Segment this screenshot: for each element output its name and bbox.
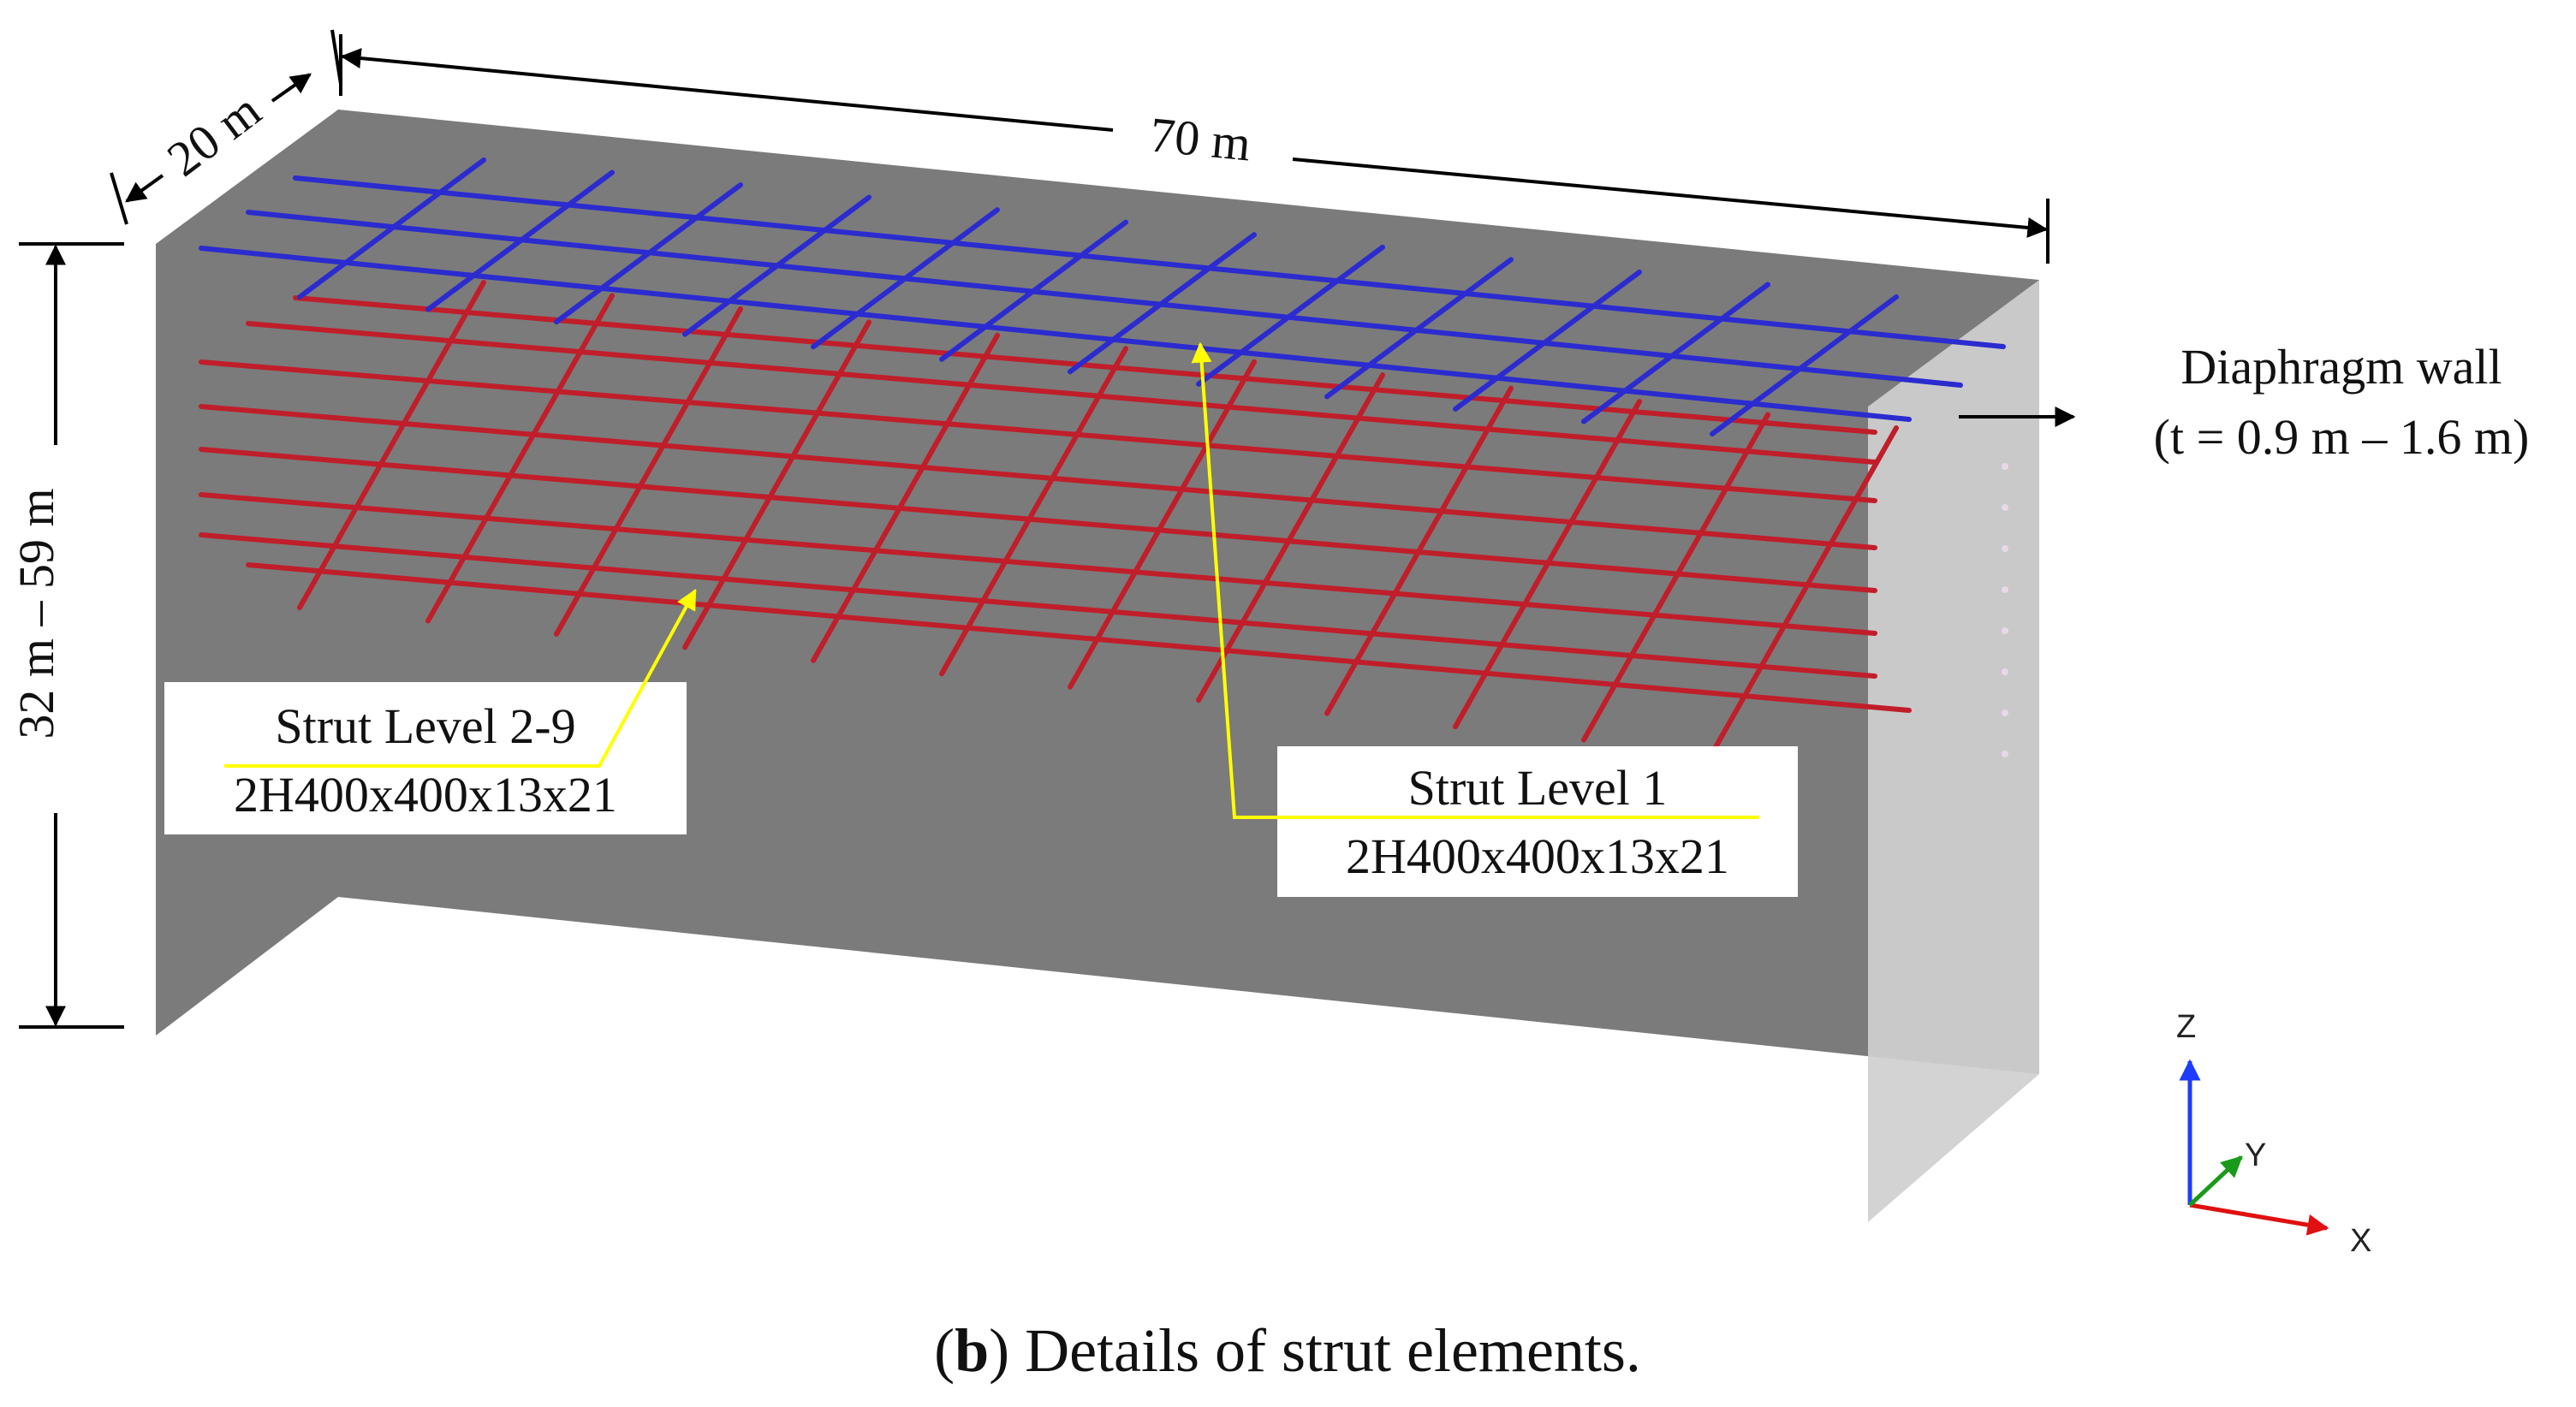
strut-level-2-9-transverse <box>811 332 1000 663</box>
strut-level-1-transverse <box>1453 269 1642 412</box>
strut-level-2-9-transverse <box>1324 385 1514 716</box>
diaphragm-wall-thickness: (t = 0.9 m – 1.6 m) <box>2154 409 2530 465</box>
y-axis-label: Y <box>2245 1137 2266 1173</box>
strut-end-node <box>2002 709 2008 716</box>
strut-level-1-transverse <box>425 169 615 312</box>
strut-level-1-transverse <box>811 207 1000 350</box>
strut-level-2-9-transverse <box>554 306 743 637</box>
strut-end-node <box>2002 586 2008 593</box>
strut-level-2-9-name: Strut Level 2-9 <box>275 698 575 754</box>
strut-level-1-transverse <box>297 157 486 300</box>
z-axis-label: Z <box>2176 1009 2196 1045</box>
strut-end-node <box>2002 751 2008 757</box>
strut-level-2-9-transverse <box>425 293 615 624</box>
strut-end-node <box>2002 545 2008 552</box>
strut-level-1-transverse <box>1324 257 1514 400</box>
strut-level-2-9-transverse <box>1196 372 1385 704</box>
strut-level-2-9-transverse <box>297 280 486 610</box>
length-label: 70 m <box>1147 107 1252 172</box>
strut-level-2-9-transverse <box>1710 425 1899 756</box>
dimension-depth: 32 m – 59 m <box>9 242 124 1029</box>
strut-level-2-9-longitudinal <box>199 492 1877 636</box>
strut-level-1-callout: Strut Level 1 2H400x400x13x21 <box>1191 341 1798 897</box>
strut-level-2-9-longitudinal <box>199 532 1877 679</box>
strut-level-1-transverse <box>1710 294 1899 436</box>
strut-end-node <box>2002 504 2008 511</box>
strut-level-2-9-longitudinal <box>199 447 1877 593</box>
strut-level-2-9-group <box>199 280 2008 757</box>
strut-level-2-9-transverse <box>1581 412 1770 743</box>
diaphragm-wall-annotation: Diaphragm wall (t = 0.9 m – 1.6 m) <box>1959 339 2529 465</box>
dimension-70m: 70 m <box>339 34 2049 264</box>
diaphragm-wall-title: Diaphragm wall <box>2180 339 2502 395</box>
strut-level-1-transverse <box>1068 232 1257 375</box>
strut-level-2-9-longitudinal <box>246 562 1912 713</box>
strut-end-node <box>2002 627 2008 634</box>
strut-level-2-9-transverse <box>1068 359 1257 690</box>
strut-level-1-section: 2H400x400x13x21 <box>1346 828 1729 884</box>
diaphragm-wall-right <box>1868 280 2039 1222</box>
strut-level-1-transverse <box>682 194 872 337</box>
strut-level-2-9-section: 2H400x400x13x21 <box>234 767 617 822</box>
diaphragm-wall-back <box>156 110 2039 1074</box>
strut-level-2-9-transverse <box>939 346 1128 677</box>
x-axis-label: X <box>2350 1223 2371 1259</box>
strut-level-1-transverse <box>939 219 1128 362</box>
strut-level-1-transverse <box>1196 244 1385 387</box>
strut-level-2-9-longitudinal <box>199 404 1877 550</box>
strut-level-2-9-longitudinal <box>246 321 1877 465</box>
strut-level-2-9-transverse <box>682 319 872 650</box>
strut-level-1-group <box>199 157 2006 436</box>
strut-end-node <box>2002 668 2008 675</box>
strut-level-1-name: Strut Level 1 <box>1408 760 1668 816</box>
strut-level-2-9-transverse <box>1453 399 1642 730</box>
width-label: 20 m <box>157 82 271 187</box>
depth-label: 32 m – 59 m <box>9 488 64 739</box>
figure-caption: (b) Details of strut elements. <box>934 1316 1641 1385</box>
strut-level-2-9-callout: Strut Level 2-9 2H400x400x13x21 <box>164 588 697 834</box>
strut-level-1-transverse <box>554 182 743 325</box>
strut-end-node <box>2002 463 2008 470</box>
coordinate-triad: Z Y X <box>2176 1009 2371 1259</box>
strut-level-1-transverse <box>1581 282 1770 424</box>
